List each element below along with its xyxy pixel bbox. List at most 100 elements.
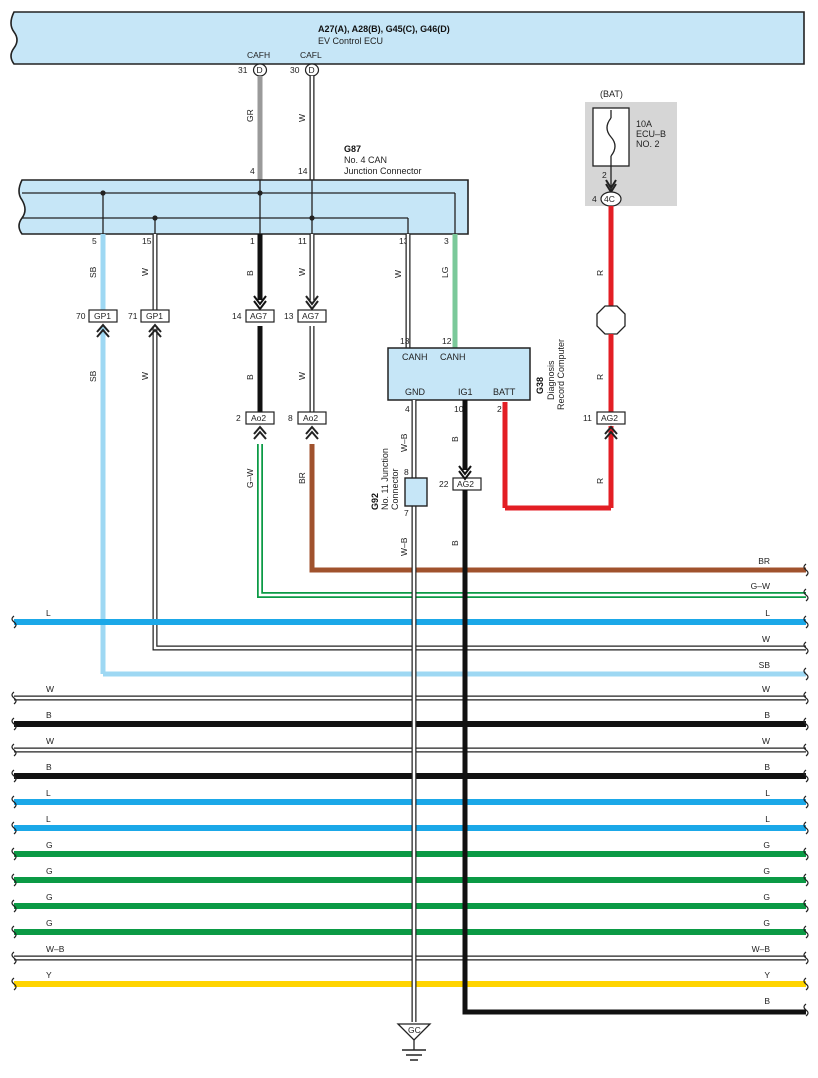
svg-text:R: R	[595, 270, 605, 276]
svg-text:B: B	[245, 270, 255, 276]
svg-text:10: 10	[454, 404, 464, 414]
g38-diagnosis-record-computer: 13 12 CANH CANH GND IG1 BATT G38 Diagnos…	[387, 336, 566, 414]
svg-text:L: L	[765, 814, 770, 824]
svg-text:Ao2: Ao2	[251, 413, 266, 423]
connector-gp1-71: GP1 71	[128, 309, 170, 338]
g87-name2: Junction Connector	[344, 166, 422, 176]
svg-text:W: W	[762, 684, 770, 694]
svg-text:G: G	[46, 840, 53, 850]
connector-ag2-22: AG2 22	[439, 477, 482, 491]
wire-b-1: B B	[245, 234, 267, 412]
svg-text:G: G	[763, 892, 770, 902]
bat-fuse-box: (BAT) 10A ECU–B NO. 2 2 4C 4	[585, 89, 677, 207]
svg-text:W: W	[297, 372, 307, 380]
fusible-link-icon	[596, 305, 626, 335]
svg-text:R: R	[595, 478, 605, 484]
wire-g-w: G–W	[245, 444, 806, 598]
g87-name1: No. 4 CAN	[344, 155, 387, 165]
svg-text:Y: Y	[46, 970, 52, 980]
svg-text:G: G	[763, 840, 770, 850]
svg-text:B: B	[46, 710, 52, 720]
svg-text:Ao2: Ao2	[303, 413, 318, 423]
svg-text:D: D	[257, 65, 263, 75]
svg-text:8: 8	[404, 467, 409, 477]
ecu-pin-cafl: D 30	[290, 63, 320, 77]
wire-w-11: W W	[297, 234, 319, 412]
svg-text:4: 4	[250, 166, 255, 176]
wire-sb: SB SB	[88, 234, 806, 677]
svg-text:GND: GND	[405, 387, 426, 397]
wire-br: BR	[297, 444, 806, 573]
svg-text:4: 4	[405, 404, 410, 414]
svg-text:CANH: CANH	[402, 352, 428, 362]
svg-text:W: W	[140, 372, 150, 380]
svg-text:8: 8	[288, 413, 293, 423]
wire-w-15: W W	[140, 234, 806, 651]
svg-text:71: 71	[128, 311, 138, 321]
svg-text:No. 11 Junction: No. 11 Junction	[380, 448, 390, 510]
bus-wire-3: W	[762, 634, 809, 655]
svg-text:CANH: CANH	[440, 352, 466, 362]
wire-w-cafl: W	[297, 76, 315, 180]
svg-text:11: 11	[583, 413, 592, 423]
g87-id: G87	[344, 144, 361, 154]
svg-text:W: W	[762, 736, 770, 746]
ev-control-ecu: A27(A), A28(B), G45(C), G46(D) EV Contro…	[10, 11, 805, 65]
svg-text:L: L	[765, 788, 770, 798]
svg-text:GP1: GP1	[94, 311, 111, 321]
bat-connector: 4C	[604, 194, 615, 204]
svg-text:7: 7	[404, 508, 409, 518]
svg-text:2: 2	[497, 404, 502, 414]
svg-text:SB: SB	[88, 266, 98, 278]
svg-text:5: 5	[92, 236, 97, 246]
svg-text:B: B	[245, 374, 255, 380]
svg-text:15: 15	[142, 236, 152, 246]
wire-lg: LG	[440, 234, 458, 348]
ecu-pin-cafh: D 31	[238, 63, 268, 77]
svg-text:ECU–B: ECU–B	[636, 129, 666, 139]
svg-text:D: D	[309, 65, 315, 75]
svg-text:L: L	[46, 788, 51, 798]
svg-text:13: 13	[284, 311, 294, 321]
svg-text:B: B	[46, 762, 52, 772]
svg-text:14: 14	[298, 166, 308, 176]
svg-text:AG2: AG2	[457, 479, 474, 489]
connector-ag2-11: AG2 11	[583, 411, 626, 440]
wire-w-b-gnd: W–B W–B	[399, 400, 417, 1022]
svg-text:W: W	[297, 114, 307, 122]
svg-text:GC: GC	[408, 1025, 421, 1035]
g87-junction-connector: G87 No. 4 CAN Junction Connector 4 14 5 …	[18, 144, 469, 246]
connector-ag7-14: AG7 14	[232, 309, 275, 323]
bus-wire-4: SB	[759, 660, 809, 681]
svg-text:G: G	[763, 918, 770, 928]
ecu-pin-label-cafh: CAFH	[247, 50, 270, 60]
svg-text:B: B	[764, 996, 770, 1006]
svg-text:2: 2	[602, 170, 607, 180]
wire-red: R R R	[502, 206, 626, 511]
svg-text:W: W	[140, 268, 150, 276]
bus-wire-0: BR	[758, 556, 809, 577]
svg-text:W: W	[297, 268, 307, 276]
svg-text:B: B	[450, 436, 460, 442]
ecu-ids: A27(A), A28(B), G45(C), G46(D)	[318, 24, 450, 34]
svg-text:4: 4	[592, 194, 597, 204]
svg-text:1: 1	[250, 236, 255, 246]
svg-text:G92: G92	[370, 493, 380, 510]
svg-text:W: W	[46, 684, 54, 694]
svg-text:W–B: W–B	[752, 944, 771, 954]
wire-w-13: W	[393, 234, 411, 348]
svg-text:Y: Y	[764, 970, 770, 980]
svg-text:AG7: AG7	[302, 311, 319, 321]
svg-text:LG: LG	[440, 267, 450, 278]
svg-text:W–B: W–B	[399, 433, 409, 452]
svg-text:GP1: GP1	[146, 311, 163, 321]
svg-text:G: G	[46, 866, 53, 876]
